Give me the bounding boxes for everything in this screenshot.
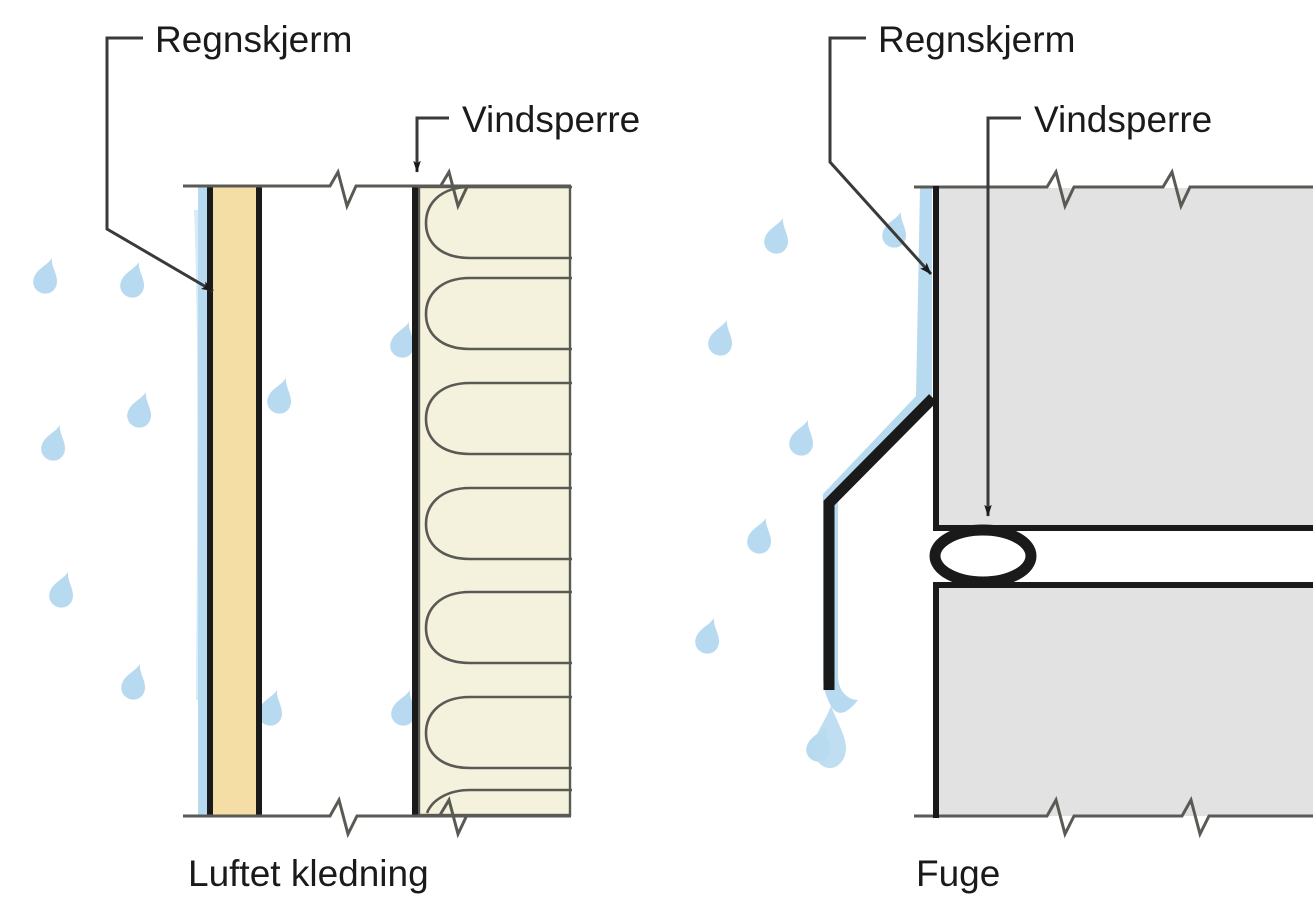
- leader-line-regnskjerm-left: [105, 36, 214, 293]
- label-vindsperre-left: Vindsperre: [462, 99, 640, 140]
- raindrop: [263, 374, 300, 418]
- cladding-board: [212, 187, 258, 815]
- raindrop: [704, 316, 741, 360]
- top-boundary-line-right: [914, 168, 1313, 211]
- panel-fuge: Regnskjerm Vindsperre Fuge: [691, 19, 1313, 894]
- joint-gasket-ring: [929, 524, 1037, 588]
- bottom-boundary-line-right: [914, 796, 1313, 839]
- concrete-panel-lower: [936, 585, 1313, 816]
- bottom-boundary-break-right: [438, 796, 469, 839]
- bottom-boundary-line: [183, 796, 571, 839]
- raindrop-group-right: [691, 208, 915, 766]
- top-boundary-break-right: [438, 168, 469, 211]
- leader-line-vindsperre-right: [984, 116, 1021, 517]
- water-film-drip-tail: [814, 706, 846, 768]
- raindrop: [878, 208, 915, 252]
- top-boundary-line: [183, 168, 571, 211]
- raindrop: [760, 214, 797, 258]
- concrete-panel-upper: [936, 188, 1313, 528]
- caption-fuge: Fuge: [916, 853, 1000, 894]
- insulation-body: [417, 185, 572, 817]
- label-vindsperre-right: Vindsperre: [1034, 99, 1212, 140]
- water-film-left-feather: [194, 210, 203, 700]
- leader-line-regnskjerm-right: [828, 36, 933, 276]
- raindrop: [123, 388, 160, 432]
- raindrop: [117, 660, 154, 704]
- label-regnskjerm-right: Regnskjerm: [878, 19, 1075, 60]
- raindrop: [37, 421, 74, 465]
- label-regnskjerm-left: Regnskjerm: [155, 19, 352, 60]
- raindrop: [785, 416, 822, 460]
- raindrop: [29, 254, 66, 298]
- panel-luftet-kledning: Regnskjerm Vindsperre Luftet kledning: [29, 19, 640, 894]
- raindrop: [45, 568, 82, 612]
- raindrop: [743, 514, 780, 558]
- caption-luftet-kledning: Luftet kledning: [188, 853, 429, 894]
- raindrop: [116, 258, 153, 302]
- flashing-drip-profile: [823, 394, 937, 690]
- insulation-hairpin-pattern: [424, 185, 572, 814]
- leader-line-vindsperre-left: [413, 116, 449, 173]
- raindrop: [691, 614, 728, 658]
